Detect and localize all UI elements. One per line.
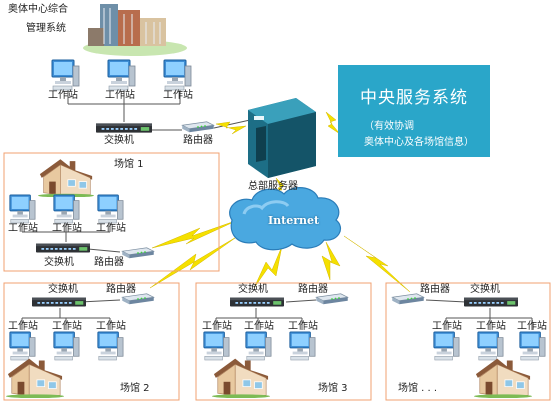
venue-2-box bbox=[3, 282, 180, 401]
venue-1-router-icon bbox=[121, 247, 155, 259]
venue-3-workstation-label: 工作站 bbox=[244, 321, 274, 332]
venue-3-workstation-icon bbox=[289, 331, 316, 361]
internet-label: Internet bbox=[268, 214, 320, 227]
venue-4-workstation-icon bbox=[519, 331, 546, 361]
hq-name-line2: 管理系统 bbox=[26, 23, 66, 34]
venue-2-workstation-icon bbox=[53, 331, 80, 361]
central-service-line1: （有效协调 bbox=[364, 121, 414, 132]
venue-2-house-icon bbox=[6, 358, 64, 398]
hq-name-line1: 奥体中心综合 bbox=[8, 4, 68, 15]
venue-3-workstation-label: 工作站 bbox=[288, 321, 318, 332]
venue-1-workstation-label: 工作站 bbox=[52, 223, 82, 234]
hq-switch-icon bbox=[96, 123, 152, 133]
hq-wiring bbox=[67, 88, 251, 131]
venue-1-name: 场馆 1 bbox=[114, 159, 144, 170]
venue-2-workstation-label: 工作站 bbox=[52, 321, 82, 332]
venue-3-switch-icon bbox=[230, 297, 284, 307]
venue-2-name: 场馆 2 bbox=[120, 383, 150, 394]
venue-3-workstation-label: 工作站 bbox=[202, 321, 232, 332]
hq-workstation-label: 工作站 bbox=[163, 90, 193, 101]
venue-2-workstation-label: 工作站 bbox=[8, 321, 38, 332]
hq-building-icon bbox=[83, 4, 187, 56]
venue-4-workstation-icon bbox=[477, 331, 504, 361]
venue-3-workstation-icon bbox=[203, 331, 230, 361]
hq-workstation-icon bbox=[51, 59, 80, 91]
venue-1-switch-icon bbox=[36, 243, 90, 253]
server-icon bbox=[248, 98, 316, 178]
venue-1-box bbox=[3, 152, 220, 272]
venue-3-name: 场馆 3 bbox=[318, 383, 348, 394]
venue-2-switch-icon bbox=[32, 297, 86, 307]
central-service-line2: 奥体中心及各场馆信息） bbox=[364, 137, 474, 148]
hq-router-icon bbox=[181, 121, 215, 133]
venue-2-router-label: 路由器 bbox=[106, 284, 136, 295]
venue-1-router-label: 路由器 bbox=[94, 257, 124, 268]
venue-2-switch-label: 交换机 bbox=[48, 284, 78, 295]
server-label: 总部服务器 bbox=[248, 181, 298, 192]
venue-4-box bbox=[385, 282, 551, 401]
hq-workstation-label: 工作站 bbox=[48, 90, 78, 101]
hq-workstation-icon bbox=[107, 59, 136, 91]
venue-4-name: 场馆 . . . bbox=[398, 383, 438, 394]
venue-1-workstation-icon bbox=[97, 194, 124, 224]
venue-1-workstation-label: 工作站 bbox=[96, 223, 126, 234]
hq-router-label: 路由器 bbox=[183, 135, 213, 146]
venue-3-workstation-icon bbox=[245, 331, 272, 361]
venue-4-workstation-label: 工作站 bbox=[476, 321, 506, 332]
venue-3-box bbox=[195, 282, 372, 401]
venue-4-workstation-label: 工作站 bbox=[517, 321, 547, 332]
venue-1-workstation-icon bbox=[9, 194, 36, 224]
venue-2-workstation-icon bbox=[9, 331, 36, 361]
hq-workstation-label: 工作站 bbox=[105, 90, 135, 101]
venue-2-router-icon bbox=[121, 293, 155, 305]
venue-4-switch-icon bbox=[464, 297, 518, 307]
venue-4-house-icon bbox=[474, 358, 532, 398]
venue-1-workstation-icon bbox=[53, 194, 80, 224]
venue-4-router-label: 路由器 bbox=[420, 284, 450, 295]
venue-4-switch-label: 交换机 bbox=[470, 284, 500, 295]
hq-switch-label: 交换机 bbox=[104, 135, 134, 146]
venue-4-workstation-label: 工作站 bbox=[432, 321, 462, 332]
internet-cloud-icon bbox=[229, 187, 341, 251]
venue-1-house-icon bbox=[38, 158, 94, 197]
venue-4-workstation-icon bbox=[433, 331, 460, 361]
venue-1-workstation-label: 工作站 bbox=[8, 223, 38, 234]
venue-1-switch-label: 交换机 bbox=[44, 257, 74, 268]
venue-4-router-icon bbox=[391, 293, 425, 305]
venue-3-router-icon bbox=[315, 293, 349, 305]
venue-2-workstation-icon bbox=[97, 331, 124, 361]
central-service-box: 中央服务系统 （有效协调 奥体中心及各场馆信息） bbox=[338, 65, 490, 157]
central-service-title: 中央服务系统 bbox=[360, 88, 468, 108]
hq-workstation-icon bbox=[163, 59, 192, 91]
venue-3-house-icon bbox=[212, 358, 270, 398]
venue-3-switch-label: 交换机 bbox=[238, 284, 268, 295]
venue-2-workstation-label: 工作站 bbox=[96, 321, 126, 332]
venue-3-router-label: 路由器 bbox=[298, 284, 328, 295]
